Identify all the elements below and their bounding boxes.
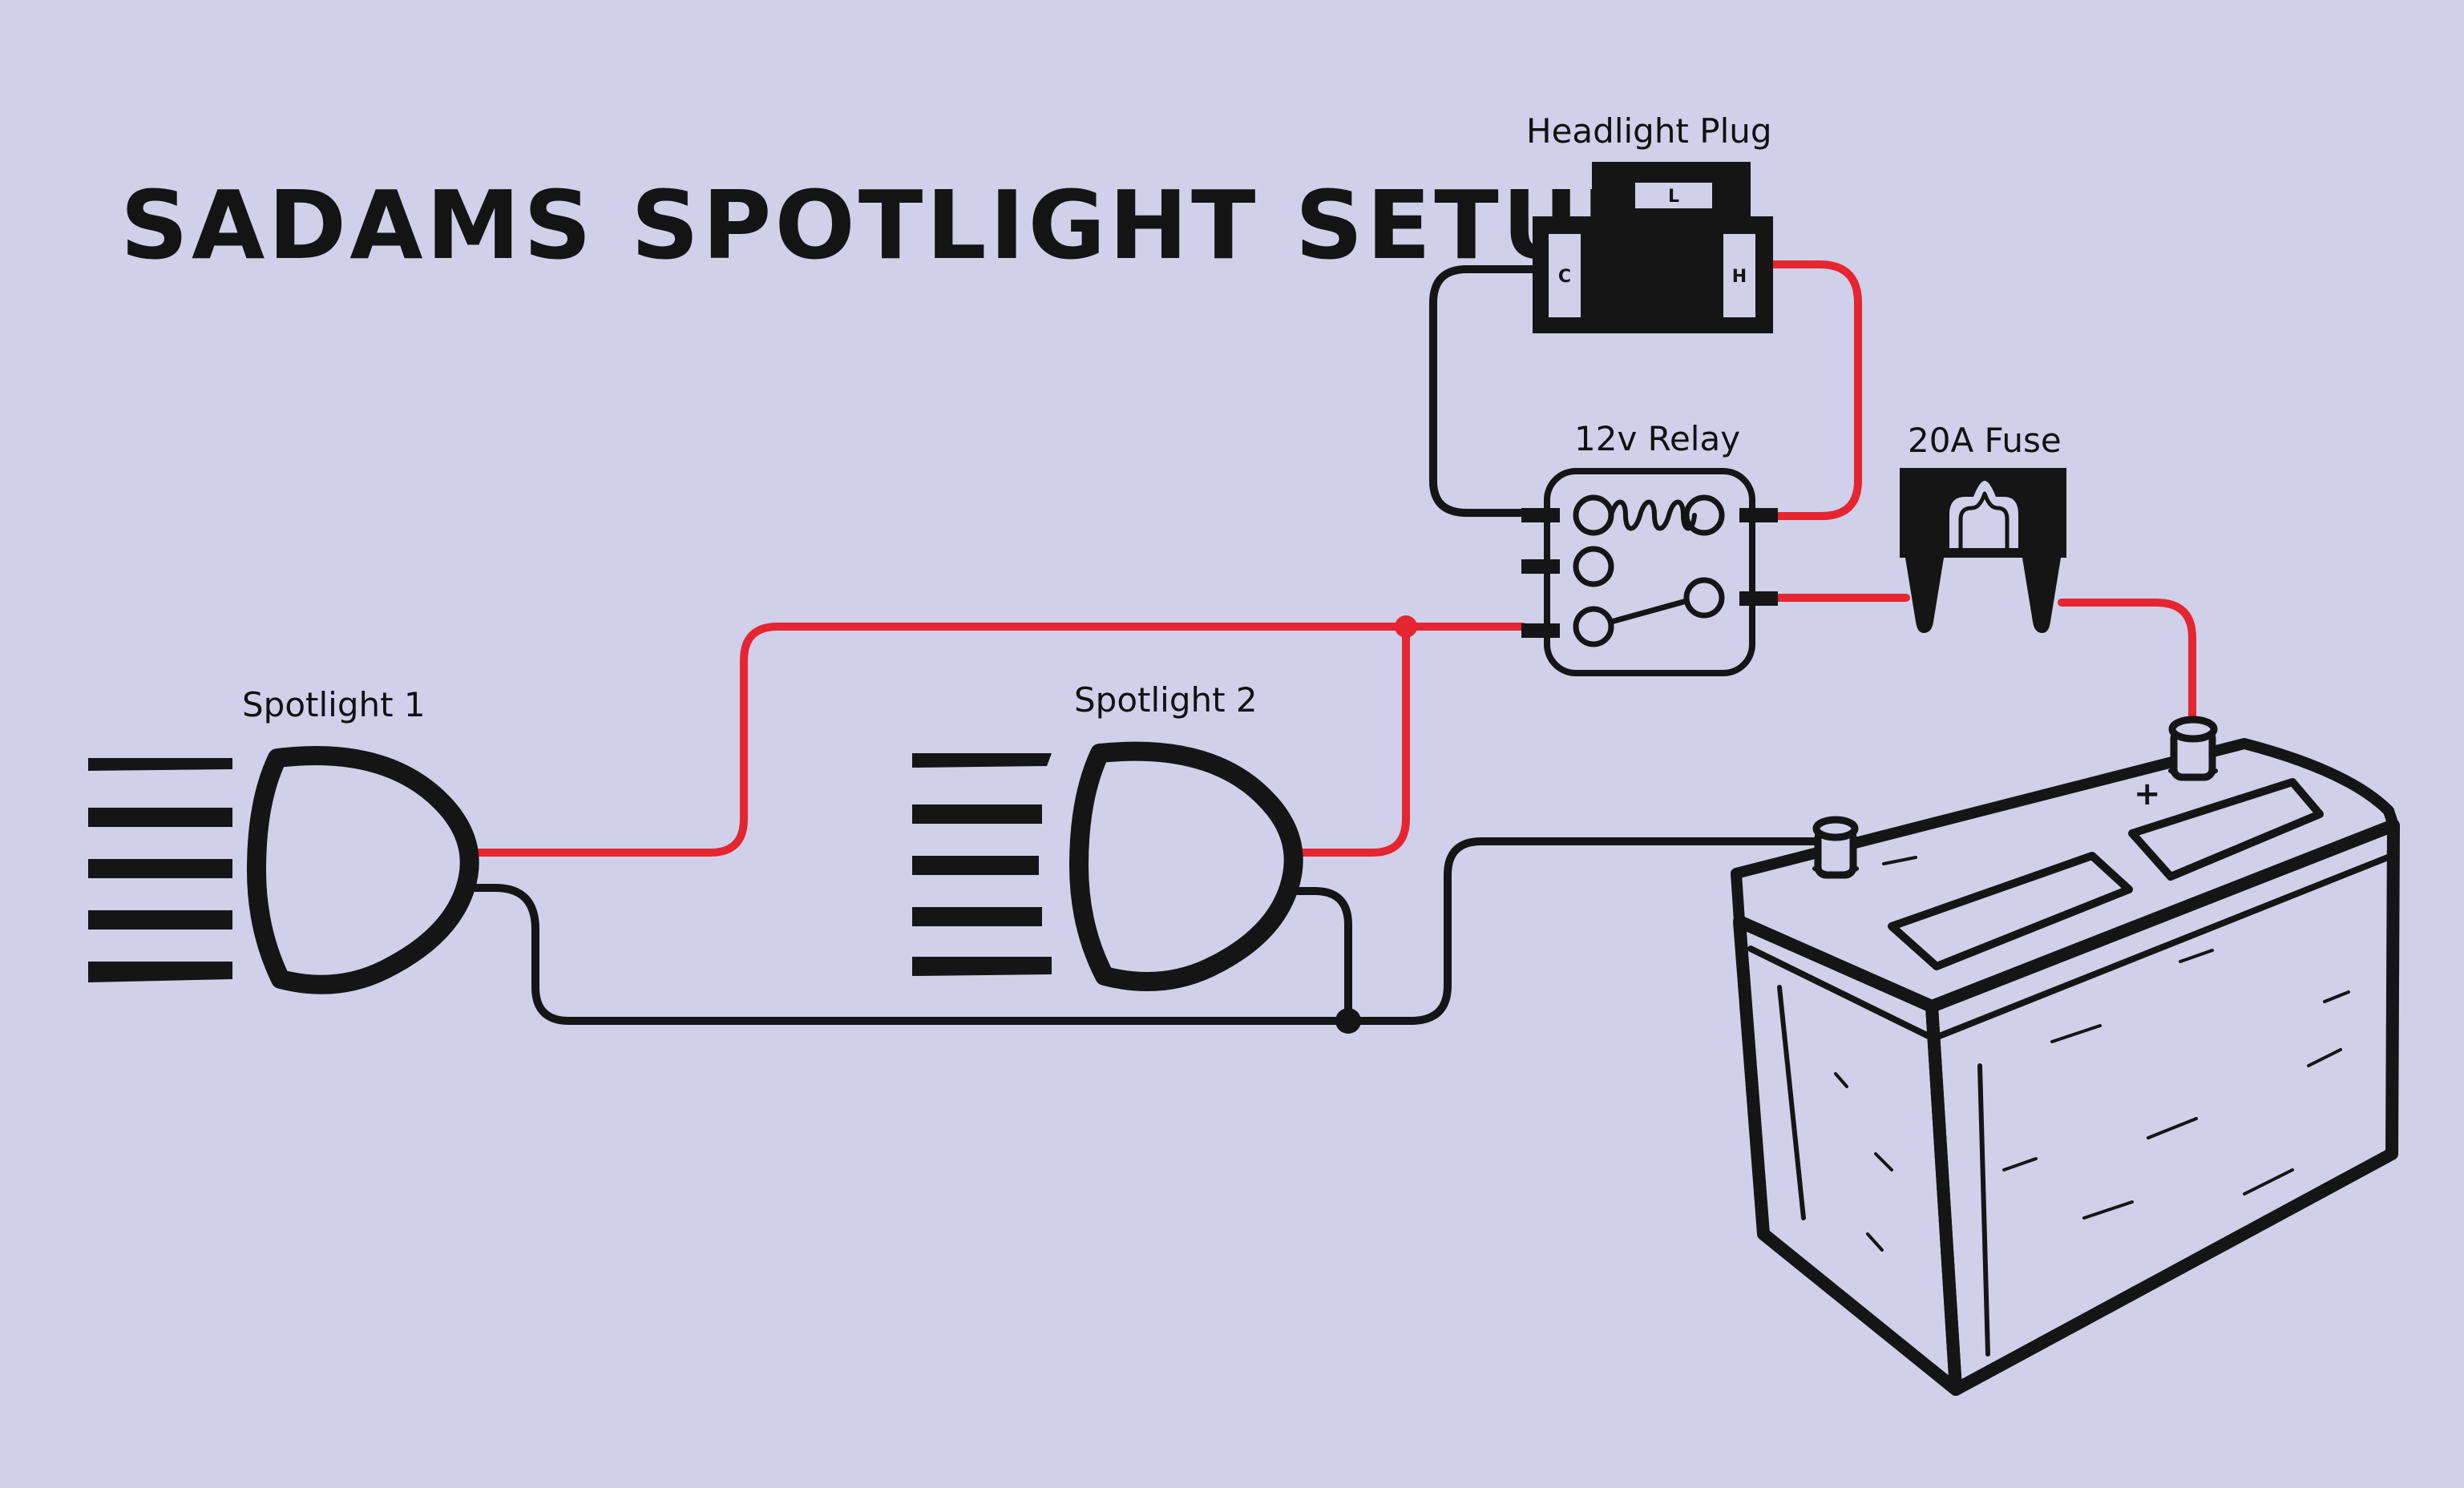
battery-negative-terminal bbox=[1812, 816, 1859, 879]
diagram-title: SADAMS SPOTLIGHT SETUP bbox=[120, 170, 1654, 280]
battery-positive-symbol: + bbox=[2134, 776, 2161, 813]
fuse bbox=[1900, 468, 2066, 633]
battery-cap-1 bbox=[1888, 852, 2133, 970]
battery-side bbox=[1925, 819, 2400, 1396]
spotlight-2-ground-wire bbox=[1293, 887, 1352, 1025]
battery-positive-terminal bbox=[2168, 716, 2218, 781]
spotlight-1-lens bbox=[247, 746, 479, 994]
spotlight-1 bbox=[88, 746, 479, 994]
headlight-plug-label: Headlight Plug bbox=[1526, 111, 1772, 151]
positive-junction-dot bbox=[1395, 615, 1417, 638]
relay-output-wire bbox=[469, 623, 1527, 857]
spotlight-2-label: Spotlight 2 bbox=[1074, 680, 1258, 720]
spotlight-1-ground-wire bbox=[469, 837, 1828, 1025]
battery-top bbox=[1731, 738, 2399, 1012]
relay-label: 12v Relay bbox=[1574, 419, 1740, 458]
spotlight-2 bbox=[912, 741, 1303, 992]
battery: + bbox=[1731, 716, 2400, 1396]
headlight-plug: L C H bbox=[1533, 162, 1773, 333]
relay-coil bbox=[1609, 499, 1697, 531]
spotlight-2-feed-wire bbox=[1293, 623, 1410, 857]
fuse-right-blade bbox=[2022, 553, 2062, 633]
fuse-to-battery-wire bbox=[2058, 599, 2196, 727]
fuse-element bbox=[1958, 491, 2010, 550]
spotlight-2-lens bbox=[1069, 741, 1303, 992]
ground-junction-dot bbox=[1335, 1008, 1361, 1034]
plug-pin-h-label: H bbox=[1732, 267, 1747, 287]
spotlight-1-label: Spotlight 1 bbox=[242, 685, 426, 724]
plug-pin-c-label: C bbox=[1558, 267, 1571, 287]
plug-pin-l-label: L bbox=[1668, 187, 1679, 207]
plug-to-relay-coil-wire bbox=[1429, 265, 1537, 517]
plug-to-relay-coil-red-wire bbox=[1769, 260, 1862, 520]
relay-switch-arm bbox=[1608, 598, 1690, 625]
relay bbox=[1521, 468, 1778, 676]
battery-cap-2 bbox=[2128, 778, 2324, 881]
fuse-left-blade bbox=[1905, 553, 1945, 633]
battery-front bbox=[1733, 915, 1962, 1396]
fuse-label: 20A Fuse bbox=[1908, 421, 2062, 460]
fuse-element-window bbox=[1949, 481, 2018, 548]
